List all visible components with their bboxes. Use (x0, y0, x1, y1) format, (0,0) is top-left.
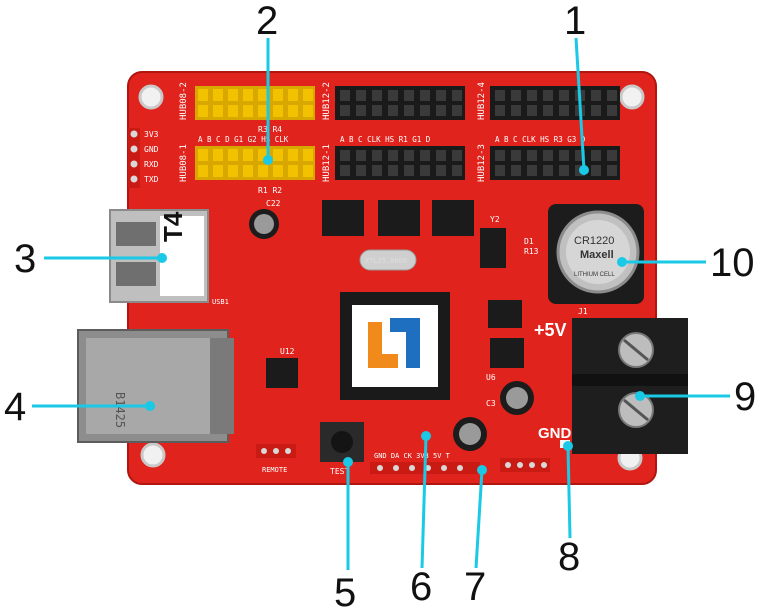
hub08-2-label: HUB08-2 (179, 82, 189, 120)
plus5v-label: +5V (534, 320, 567, 340)
r3r4-label: R3 R4 (258, 125, 282, 134)
callout-8: 8 (558, 535, 580, 579)
callout-lines (32, 37, 730, 570)
buffer-ic (322, 200, 364, 236)
test-button (320, 422, 364, 462)
uart-3v3-label: 3V3 (144, 130, 159, 139)
usb-sticker-label: T4 (158, 211, 188, 242)
main-mcu (340, 292, 450, 400)
coin-cell-model: CR1220 (574, 235, 614, 247)
callout-4: 4 (4, 385, 26, 429)
callout-9: 9 (734, 375, 756, 419)
callout-5: 5 (334, 571, 356, 612)
y2-label: Y2 (490, 215, 500, 224)
hub12-1-label: HUB12-1 (322, 144, 332, 182)
gnd-label: GND (538, 425, 572, 442)
r13-label: R13 (524, 247, 539, 256)
capacitor-c3 (500, 381, 534, 415)
hub12-2-header (335, 86, 465, 120)
buffer-ic (378, 200, 420, 236)
uart-txd-label: TXD (144, 175, 159, 184)
coin-cell-sub: LITHIUM CELL (574, 272, 615, 278)
callout-1: 1 (564, 0, 586, 43)
uart-gnd-label: GND (144, 145, 159, 154)
callout-dots (145, 155, 645, 475)
hub12-3-pins-label: A B C CLK HS R3 G3 D (495, 135, 586, 144)
hub08-1-label: HUB08-1 (179, 144, 189, 182)
ethernet-code: B1425 (113, 392, 127, 428)
hub08-pins-label: A B C D G1 G2 HS CLK (198, 135, 289, 144)
hub08-1-header (195, 146, 315, 180)
coin-cell-brand: Maxell (580, 249, 614, 261)
smd-ic (488, 300, 522, 328)
smd-ic (490, 338, 524, 368)
r1r2-label: R1 R2 (258, 186, 282, 195)
hub12-3-header (490, 146, 620, 180)
remote-label: REMOTE (262, 466, 287, 474)
crystal (359, 249, 417, 271)
callout-7: 7 (464, 565, 486, 609)
io-pin-strip (500, 458, 550, 472)
bottom-pins-label: GND DA CK 3V3 5V T (374, 452, 451, 460)
hub12-2-label: HUB12-2 (322, 82, 332, 120)
uart-rxd-label: RXD (144, 160, 159, 169)
callout-10: 10 (710, 241, 755, 285)
u6-label: U6 (486, 373, 496, 382)
crystal-label: XTL25.0000 (365, 257, 407, 265)
j1-label: J1 (578, 307, 588, 316)
u12-label: U12 (280, 347, 295, 356)
usb-port (109, 209, 209, 303)
mounting-hole (140, 442, 166, 468)
hub08-2-header (195, 86, 315, 120)
ethernet-jack (77, 329, 234, 443)
hub12-1-header (335, 146, 465, 180)
uart-pads (128, 128, 140, 188)
hub12-4-label: HUB12-4 (477, 82, 487, 120)
buffer-ic (432, 200, 474, 236)
test-label: TEST (330, 467, 349, 476)
power-terminal-block (572, 318, 688, 454)
usb-ref-label: USB1 (212, 298, 229, 306)
c3-label: C3 (486, 399, 496, 408)
c22-label: C22 (266, 199, 281, 208)
capacitor-c1 (453, 417, 487, 451)
hub12-3-label: HUB12-3 (477, 144, 487, 182)
ethernet-phy (266, 358, 298, 388)
d1-label: D1 (524, 237, 534, 246)
remote-header (256, 444, 296, 458)
capacitor-c22 (249, 209, 279, 239)
mounting-hole (138, 84, 164, 110)
regulator (480, 228, 506, 268)
hub12-4-header (490, 86, 620, 120)
coin-cell-holder (548, 204, 644, 304)
callout-3: 3 (14, 237, 36, 281)
hub12-1-pins-label: A B C CLK HS R1 G1 D (340, 135, 431, 144)
mounting-hole (619, 84, 645, 110)
callout-2: 2 (256, 0, 278, 43)
callout-6: 6 (410, 565, 432, 609)
